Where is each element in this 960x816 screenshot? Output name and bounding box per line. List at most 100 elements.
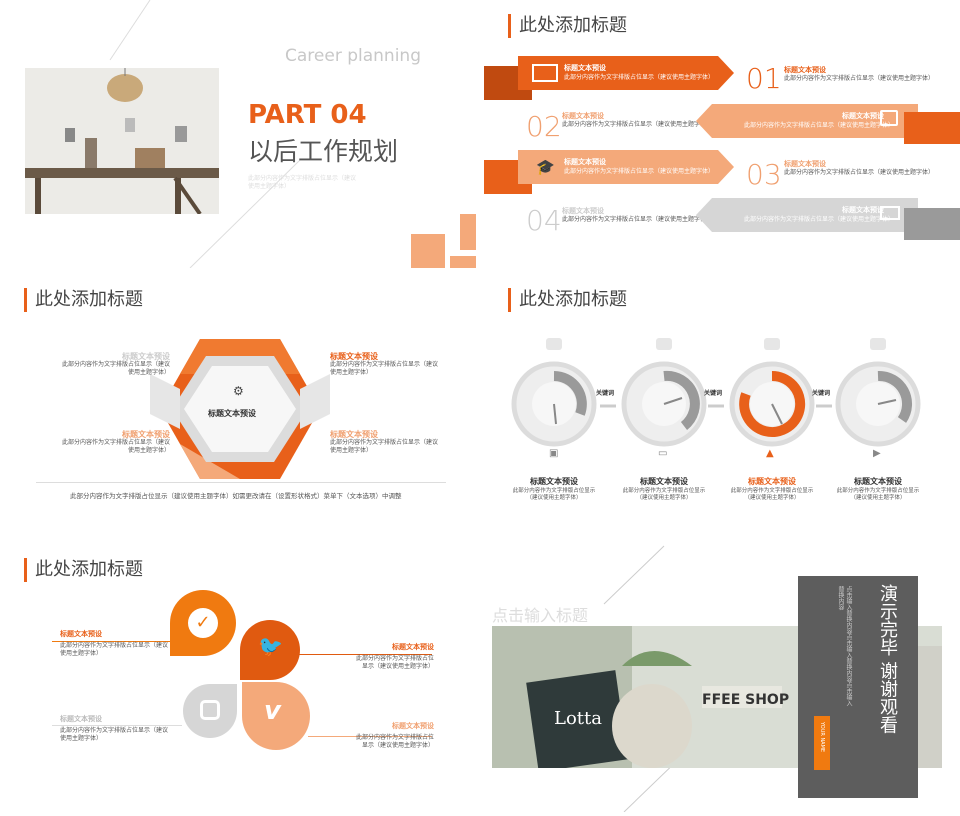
ribbon-2: [696, 104, 918, 138]
board-icon: ▭: [658, 448, 668, 459]
decor-square-3: [460, 214, 476, 250]
hex-block-2: 标题文本预设 此部分内容作为文字排版占位显示（建议使用主题字体）: [330, 352, 439, 376]
social-block-3: 标题文本预设 此部分内容作为文字排版占位显示（建议使用主题字体）: [60, 715, 169, 742]
ribbon-2-side-desc: 此部分内容作为文字排版占位显示（建议使用主题字体）: [562, 121, 713, 128]
keyword-3: 关键词: [812, 390, 831, 397]
decor-lines: [109, 0, 301, 268]
twitter-bubble: [240, 620, 300, 680]
ribbon-1-desc: 此部分内容作为文字排版占位显示（建议使用主题字体）: [564, 74, 715, 81]
keyword-1: 关键词: [596, 390, 615, 397]
ribbon-2-side-title: 标题文本预设: [562, 112, 604, 120]
slide-title: 此处添加标题: [24, 288, 143, 312]
watch-4-title: 标题文本预设: [854, 477, 902, 486]
ribbon-1-title: 标题文本预设: [564, 64, 606, 72]
svg-text:Lotta: Lotta: [554, 708, 602, 729]
slide-hexagon: 此处添加标题 ⚙ 标题文本预设 标题文本预设 此部分内容作为文字排版占位显示（建…: [0, 274, 476, 542]
room-photo-illustration: [25, 68, 219, 216]
social-block-2: 标题文本预设 此部分内容作为文字排版占位显示（建议使用主题字体）: [355, 643, 434, 670]
social-block-1: 标题文本预设 此部分内容作为文字排版占位显示（建议使用主题字体）: [60, 630, 169, 657]
ribbon-1-side-desc: 此部分内容作为文字排版占位显示（建议使用主题字体）: [784, 75, 935, 82]
input-title[interactable]: 点击输入标题: [492, 606, 589, 625]
watch-3-desc: 此部分内容作为文字排版占位显示（建议使用主题字体）: [730, 488, 814, 501]
slide-social-bubbles: 此处添加标题 ✓ 🐦 v 标题文本预设 此部分内容作为文字排版占位显示（建议使用…: [0, 544, 476, 812]
ribbon-fold-4: [904, 208, 960, 240]
ribbon-2-desc: 此部分内容作为文字排版占位显示（建议使用主题字体）: [744, 122, 895, 129]
instagram-icon: [200, 700, 220, 720]
ribbon-2-title: 标题文本预设: [842, 112, 884, 120]
ribbon-3-side-title: 标题文本预设: [784, 160, 826, 168]
ribbon-2-number: 02: [526, 110, 562, 143]
line-3: [52, 725, 182, 726]
watch-3-title: 标题文本预设: [748, 477, 796, 486]
ribbon-3-desc: 此部分内容作为文字排版占位显示（建议使用主题字体）: [564, 168, 715, 175]
check-icon: ✓: [188, 608, 218, 638]
chart-icon: ▲: [766, 448, 774, 459]
newspaper-icon: [532, 64, 558, 82]
keyword-2: 关键词: [704, 390, 723, 397]
ribbon-4-title: 标题文本预设: [842, 206, 884, 214]
video-icon: ▶: [873, 448, 881, 459]
decor-square-2: [450, 256, 476, 268]
section-heading: 以后工作规划: [248, 137, 399, 166]
part-label: PART 04: [248, 100, 367, 130]
side-text: 点击输入替换内容点击输入替换内容点击输入替换内容: [837, 586, 852, 706]
watch-2-desc: 此部分内容作为文字排版占位显示（建议使用主题字体）: [622, 488, 706, 501]
ribbon-4-number: 04: [526, 204, 562, 237]
ribbon-4: [696, 198, 918, 232]
ribbon-1: [518, 56, 734, 90]
watch-4-desc: 此部分内容作为文字排版占位显示（建议使用主题字体）: [836, 488, 920, 501]
section-desc: 此部分内容作为文字排版占位显示（建议使用主题字体）: [248, 175, 357, 190]
stopwatch-4: [835, 338, 921, 447]
watch-1-title: 标题文本预设: [530, 477, 578, 486]
hexagon-graphic: [150, 339, 330, 479]
watch-2-title: 标题文本预设: [640, 477, 688, 486]
twitter-icon: 🐦: [258, 634, 283, 658]
subtitle-en: Career planning: [285, 46, 421, 66]
line-1: [52, 641, 172, 642]
hexagon-center-label: 标题文本预设: [208, 409, 256, 418]
ribbon-4-side-desc: 此部分内容作为文字排版占位显示（建议使用主题字体）: [562, 216, 713, 223]
ribbon-fold-2: [904, 112, 960, 144]
ribbon-3-title: 标题文本预设: [564, 158, 606, 166]
ribbon-3-side-desc: 此部分内容作为文字排版占位显示（建议使用主题字体）: [784, 169, 935, 176]
watch-1-desc: 此部分内容作为文字排版占位显示（建议使用主题字体）: [512, 488, 596, 501]
vimeo-icon: v: [264, 696, 281, 726]
ribbon-1-side-title: 标题文本预设: [784, 66, 826, 74]
ribbon-3-number: 03: [746, 158, 782, 191]
hex-block-3: 标题文本预设 此部分内容作为文字排版占位显示（建议使用主题字体）: [61, 430, 170, 454]
slide-stopwatches: 此处添加标题: [484, 274, 960, 542]
end-text: 演示完毕 谢谢观看: [877, 584, 898, 734]
tools-icon: ⚙: [233, 384, 244, 398]
presentation-icon: ▣: [549, 448, 559, 459]
slide-thank-you: 点击输入标题 Lotta FFEE SHOP 演示完毕 谢谢观看 点击输入替换内…: [484, 544, 960, 812]
hex-block-4: 标题文本预设 此部分内容作为文字排版占位显示（建议使用主题字体）: [330, 430, 439, 454]
social-block-4: 标题文本预设 此部分内容作为文字排版占位显示（建议使用主题字体）: [355, 722, 434, 749]
graduation-cap-icon: 🎓: [536, 158, 555, 176]
stopwatch-2: [621, 338, 707, 447]
stopwatch-1: [511, 338, 597, 447]
room-photo: [25, 68, 219, 216]
divider: [36, 482, 446, 483]
svg-text:FFEE SHOP: FFEE SHOP: [702, 692, 789, 708]
instagram-bubble: [183, 684, 237, 738]
briefcase-icon: [880, 110, 898, 126]
slide-title: 此处添加标题: [24, 558, 143, 582]
slide-title: 此处添加标题: [508, 288, 627, 312]
ribbon-3: [518, 150, 734, 184]
stopwatch-3: [729, 338, 815, 447]
slide-ribbons: 此处添加标题 标题文本预设 此部分内容作为文字排版占位显示（建议使用主题字体） …: [484, 0, 960, 268]
ribbon-4-desc: 此部分内容作为文字排版占位显示（建议使用主题字体）: [744, 216, 895, 223]
line-2: [298, 654, 432, 655]
hex-block-1: 标题文本预设 此部分内容作为文字排版占位显示（建议使用主题字体）: [61, 352, 170, 376]
vimeo-bubble: [242, 682, 310, 750]
slide-part-04: Career planning PART 04 以后工作规划 此部分内容作为文字…: [0, 0, 476, 268]
ribbon-1-number: 01: [746, 62, 782, 95]
line-4: [308, 736, 432, 737]
footer-note: 此部分内容作为文字排版占位显示（建议使用主题字体）如需更改请在（设置形状格式）菜…: [70, 492, 402, 500]
stopwatch-row: [511, 338, 921, 447]
money-icon: [880, 206, 900, 220]
decor-square-1: [411, 234, 445, 268]
ribbon-4-side-title: 标题文本预设: [562, 207, 604, 215]
slide-title: 此处添加标题: [508, 14, 627, 38]
name-tag: YOUR NAME: [814, 716, 830, 770]
